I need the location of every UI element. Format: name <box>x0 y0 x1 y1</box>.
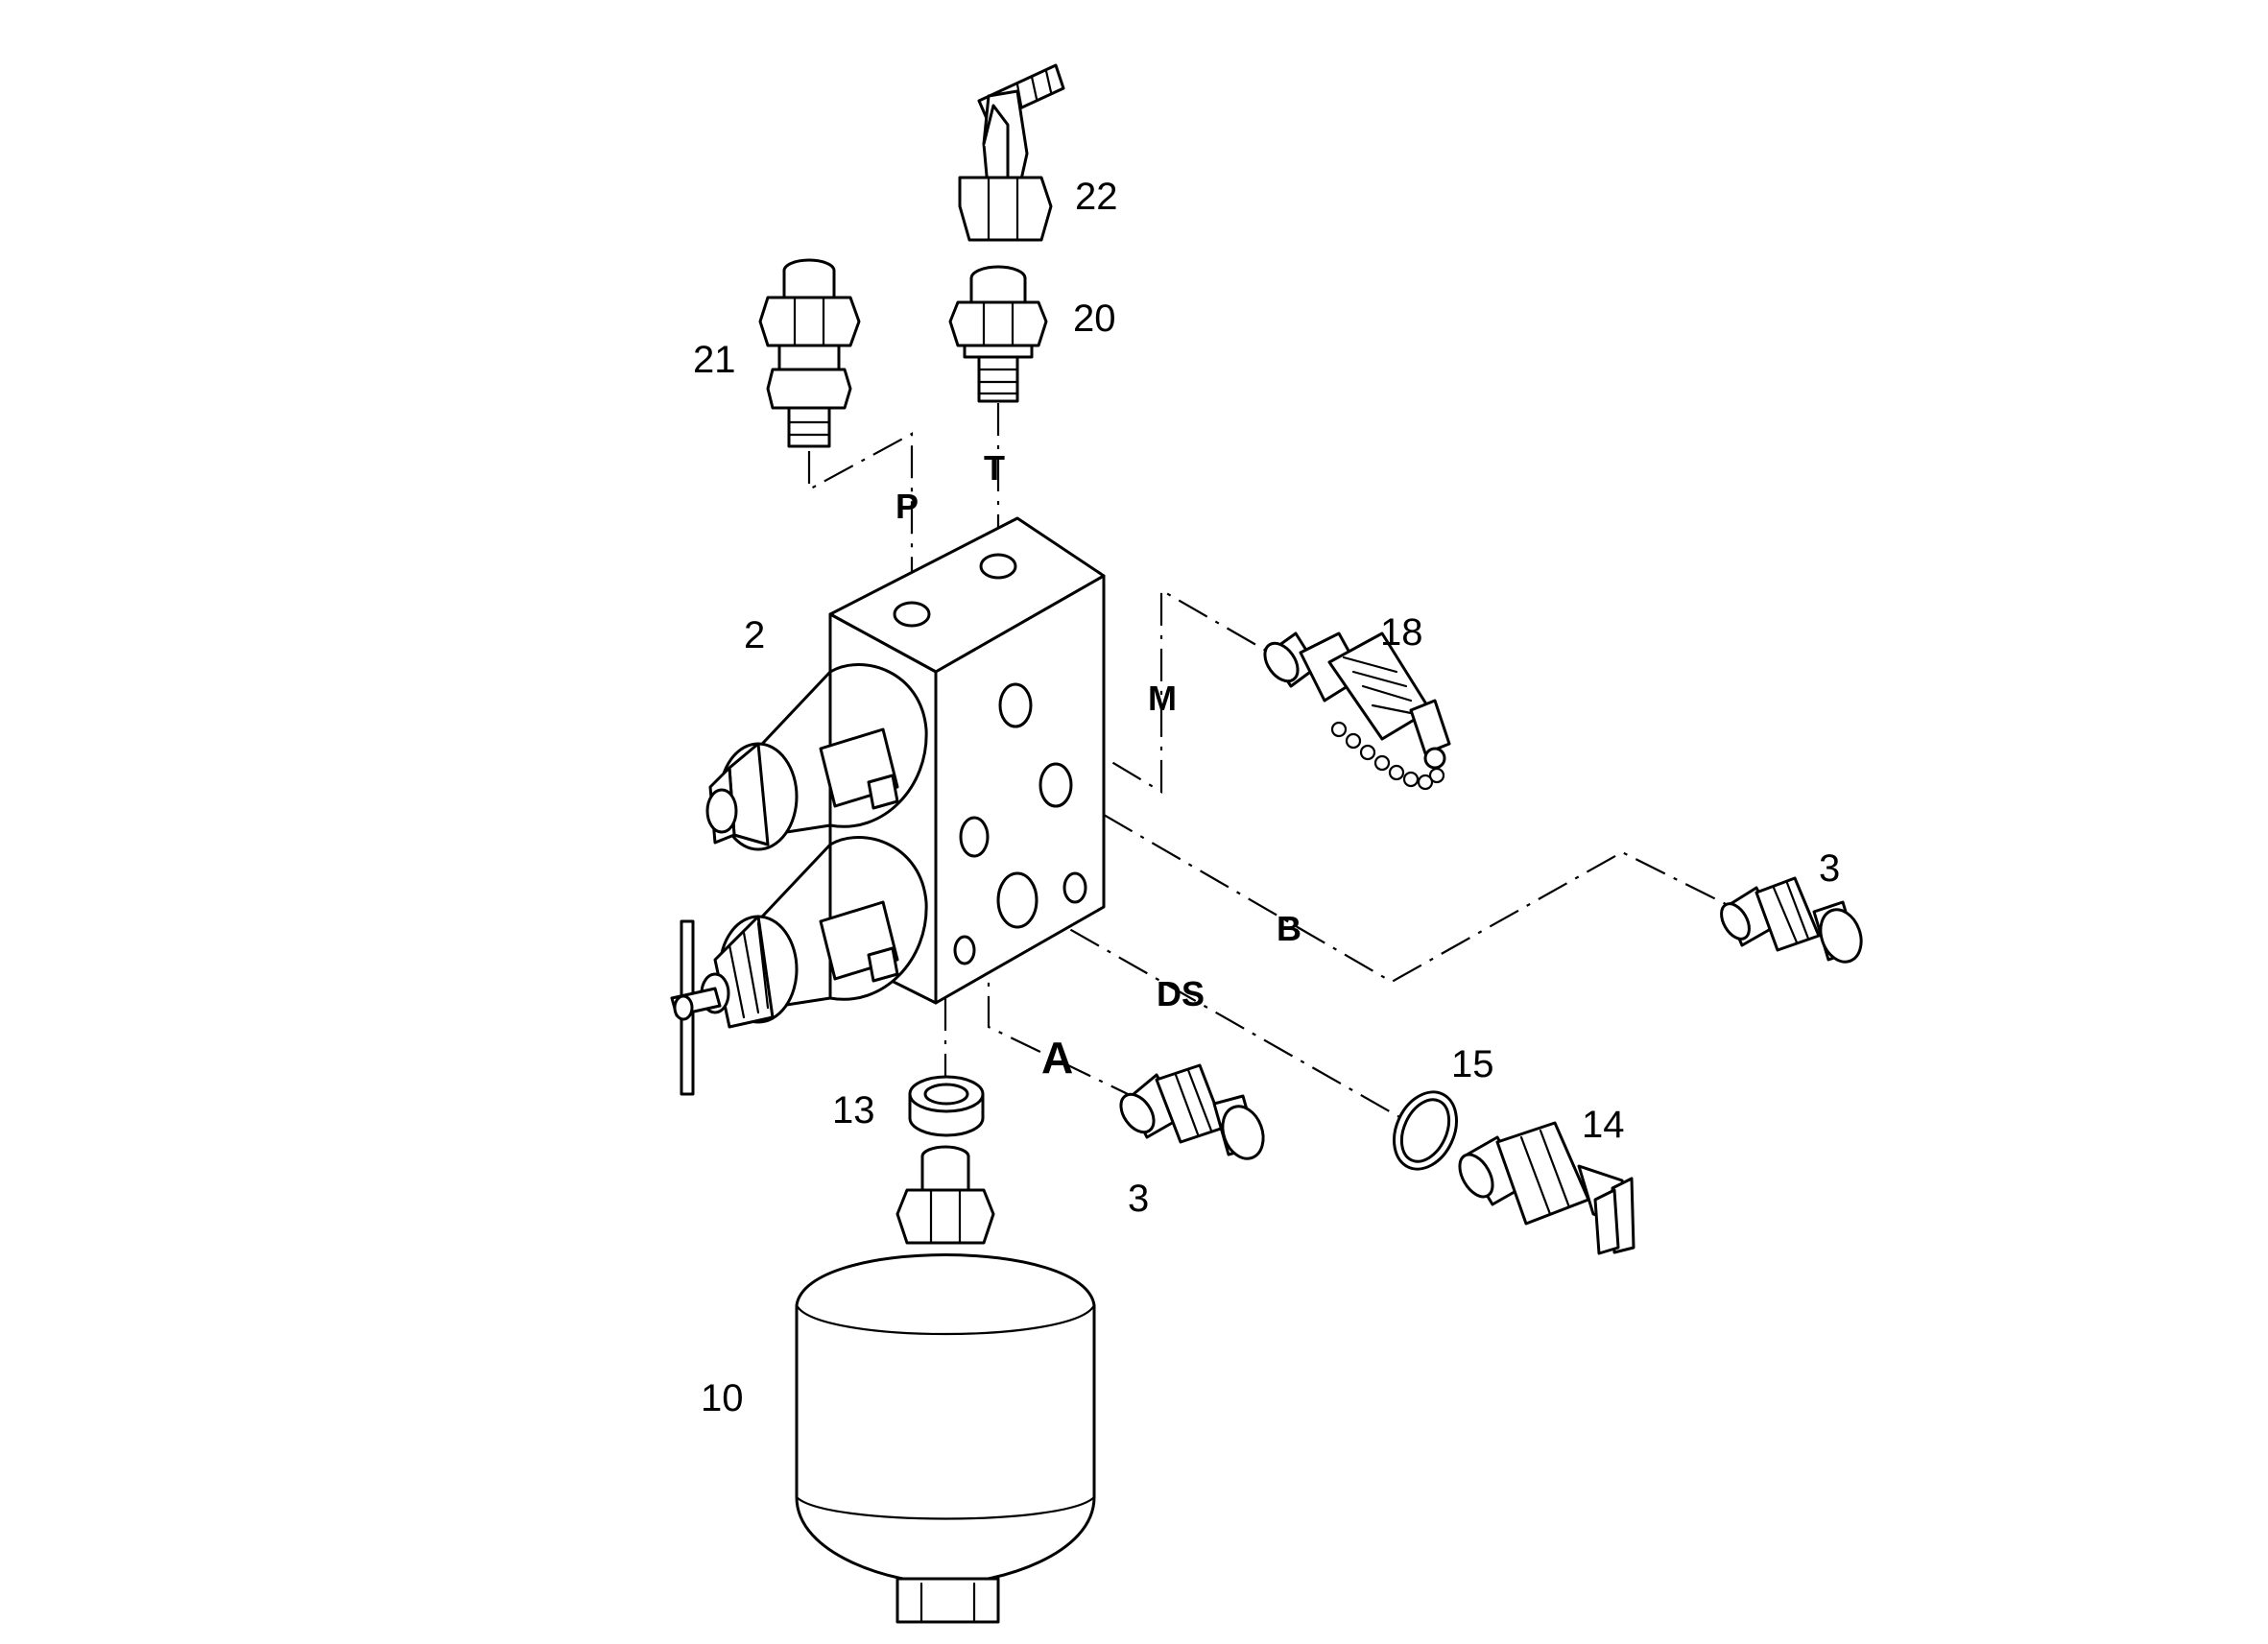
port-label-m: M <box>1148 679 1177 718</box>
callout-13: 13 <box>832 1089 875 1132</box>
leader-line-p <box>807 432 914 614</box>
callout-2: 2 <box>744 614 765 656</box>
leader-line-b <box>1055 786 1738 984</box>
part-10-accumulator <box>795 1145 1096 1624</box>
port-label-b: B <box>1277 909 1301 948</box>
callout-18: 18 <box>1380 611 1423 654</box>
lower-solenoid <box>700 836 928 1029</box>
part-20-straight-fitting <box>948 265 1048 403</box>
callout-20: 20 <box>1073 298 1116 340</box>
part-21-bulkhead-fitting <box>758 258 861 448</box>
port-label-p: P <box>895 487 919 526</box>
part-3-fitting-lower <box>1119 1063 1265 1160</box>
callout-3-lower: 3 <box>1128 1178 1149 1220</box>
port-labels: P T M B DS A <box>895 448 1301 1083</box>
callout-14: 14 <box>1582 1104 1625 1146</box>
part-13-sealing-washer <box>908 1075 985 1137</box>
part-14-pressure-switch <box>1458 1121 1635 1255</box>
leader-line-ds <box>1021 901 1402 1119</box>
port-label-a: A <box>1041 1033 1073 1083</box>
part-18-test-coupling <box>1263 631 1451 791</box>
t-handle <box>670 919 722 1096</box>
part-15-o-ring <box>1393 1090 1458 1171</box>
callout-3-right: 3 <box>1819 847 1840 890</box>
part-callouts: 22 20 21 2 18 3 15 14 13 3 10 <box>693 176 1840 1419</box>
part-22-elbow-fitting <box>958 63 1065 242</box>
port-label-ds: DS <box>1157 974 1205 1013</box>
callout-10: 10 <box>701 1377 744 1419</box>
callout-22: 22 <box>1075 176 1118 218</box>
callout-21: 21 <box>693 339 736 381</box>
port-label-t: T <box>984 448 1005 488</box>
part-3-fitting-right <box>1720 876 1863 964</box>
dust-cap-chain <box>1330 721 1445 791</box>
upper-solenoid <box>705 663 928 851</box>
callout-15: 15 <box>1451 1043 1494 1085</box>
